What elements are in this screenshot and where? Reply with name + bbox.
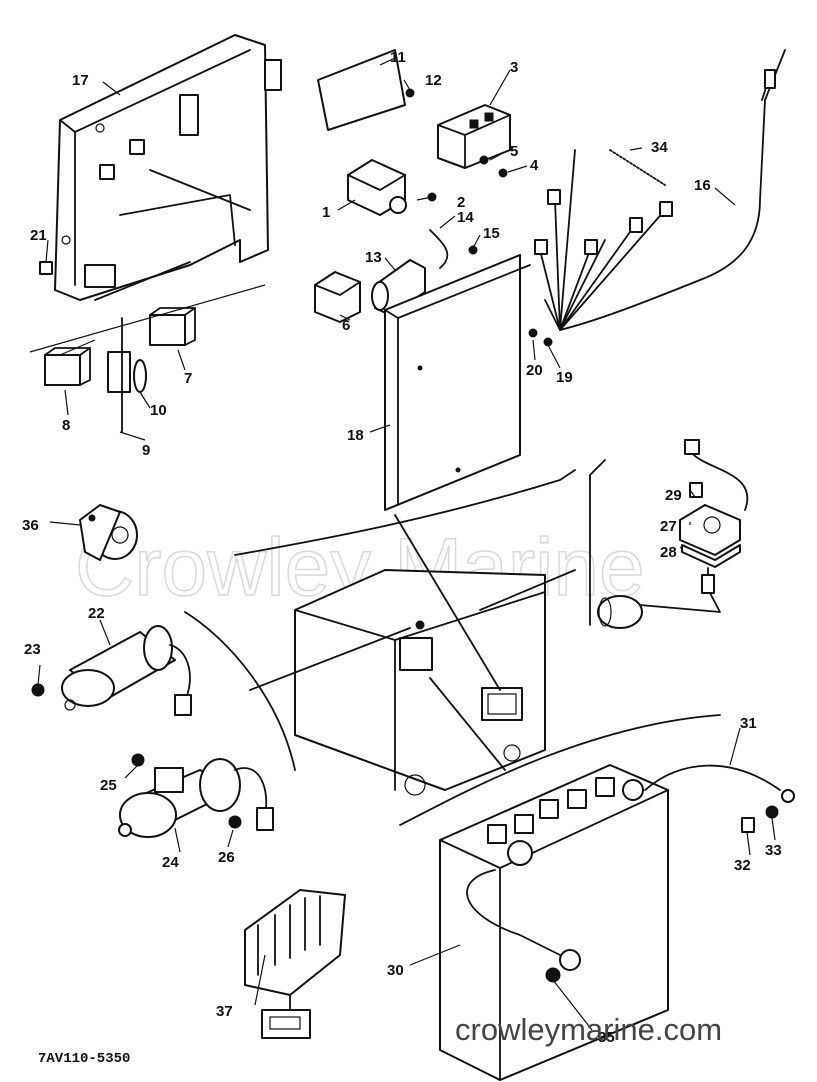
callout-37: 37 — [216, 1003, 233, 1020]
cover-plate — [317, 49, 415, 131]
connector-lines — [184, 459, 721, 826]
callout-10: 10 — [150, 402, 167, 419]
site-watermark: crowleymarine.com — [455, 1012, 722, 1047]
relay-small — [314, 271, 361, 323]
callout-14: 14 — [457, 209, 474, 226]
callout-25: 25 — [100, 777, 117, 794]
leader-lines-upper — [45, 57, 736, 441]
horn-component — [79, 504, 138, 561]
callout-19: 19 — [556, 369, 573, 386]
callout-4: 4 — [530, 157, 539, 174]
callout-5: 5 — [510, 143, 518, 160]
callout-26: 26 — [218, 849, 235, 866]
callout-13: 13 — [365, 249, 382, 266]
grommet — [39, 261, 53, 275]
callout-33: 33 — [765, 842, 782, 859]
callout-20: 20 — [526, 362, 543, 379]
rectifier-regulator — [244, 889, 346, 1039]
wire-harness — [534, 49, 786, 331]
fuel-sender — [597, 439, 749, 629]
battery-cable — [644, 764, 795, 833]
callout-1: 1 — [322, 204, 330, 221]
callout-2: 2 — [457, 194, 465, 211]
callout-22: 22 — [88, 605, 105, 622]
relay-7 — [29, 284, 266, 433]
battery — [439, 764, 669, 1081]
callout-labels: 1 2 3 4 5 6 7 8 9 10 11 12 13 14 15 16 1… — [22, 49, 782, 1046]
relay-unit — [347, 159, 437, 216]
callout-7: 7 — [184, 370, 192, 387]
callout-3: 3 — [510, 59, 518, 76]
callout-35: 35 — [598, 1029, 615, 1046]
callout-28: 28 — [660, 544, 677, 561]
callout-34: 34 — [651, 139, 668, 156]
switch-block — [437, 104, 511, 178]
starter-motor — [118, 753, 274, 838]
callout-24: 24 — [162, 854, 179, 871]
callout-32: 32 — [734, 857, 751, 874]
callout-17: 17 — [72, 72, 89, 89]
callout-12: 12 — [425, 72, 442, 89]
callout-18: 18 — [347, 427, 364, 444]
callout-23: 23 — [24, 641, 41, 658]
callout-29: 29 — [665, 487, 682, 504]
leader-lines-lower — [37, 489, 776, 1031]
callout-8: 8 — [62, 417, 70, 434]
callout-16: 16 — [694, 177, 711, 194]
callout-31: 31 — [740, 715, 757, 732]
callout-27: 27 — [660, 518, 677, 535]
callout-36: 36 — [22, 517, 39, 534]
bracket-assembly — [54, 34, 282, 301]
callout-21: 21 — [30, 227, 47, 244]
trim-motor — [31, 625, 192, 716]
solenoid — [371, 229, 478, 316]
control-box — [384, 254, 553, 511]
callout-6: 6 — [342, 317, 350, 334]
drawing-code: 7AV110-5350 — [38, 1051, 130, 1067]
callout-30: 30 — [387, 962, 404, 979]
callout-11: 11 — [390, 49, 406, 66]
callout-9: 9 — [142, 442, 150, 459]
battery-box-center — [294, 569, 546, 796]
callout-15: 15 — [483, 225, 500, 242]
